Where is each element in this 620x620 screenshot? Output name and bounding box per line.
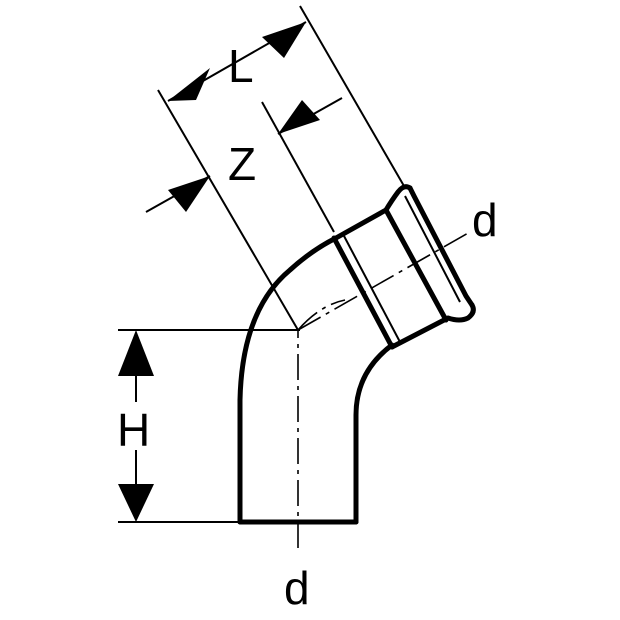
- label-h: H: [117, 404, 150, 456]
- elbow-body: [237, 235, 395, 525]
- centerline: [297, 231, 471, 548]
- arrow-l-right: [262, 22, 306, 58]
- arrow-z-right: [278, 100, 320, 134]
- arrow-h-bottom: [118, 484, 154, 522]
- dimension-z: Z: [145, 97, 343, 233]
- arrow-h-top: [118, 330, 154, 376]
- socket: [331, 184, 476, 350]
- label-d-inlet: d: [284, 562, 310, 614]
- label-d-outlet: d: [472, 194, 498, 246]
- dimension-h: H: [117, 329, 300, 523]
- label-l: L: [228, 40, 254, 92]
- label-z: Z: [228, 138, 256, 190]
- arrow-z-left: [168, 176, 210, 212]
- arrow-l-left: [168, 68, 210, 101]
- dimension-l: L: [157, 5, 405, 331]
